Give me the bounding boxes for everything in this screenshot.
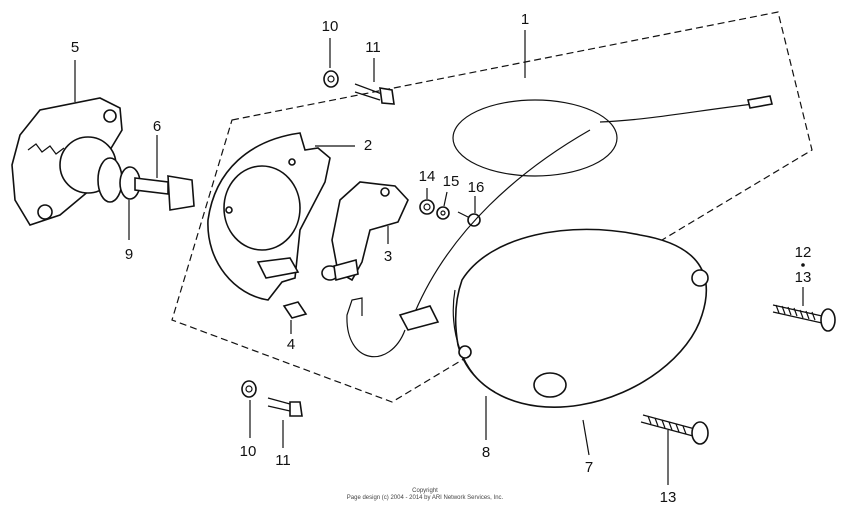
base-plate — [207, 132, 331, 301]
copyright-line-1: Copyright — [412, 488, 438, 494]
callout-2: 2 — [364, 137, 372, 154]
callout-8: 8 — [482, 444, 490, 461]
callout-1: 1 — [521, 11, 529, 28]
callout-10-lower: 10 — [240, 443, 257, 460]
callout-13-right: 13 — [795, 269, 812, 286]
advancer-assembly — [11, 97, 195, 226]
callout-16: 16 — [468, 179, 485, 196]
point-cover — [454, 228, 709, 408]
assembly-boundary — [171, 11, 813, 403]
callout-14: 14 — [419, 168, 436, 185]
screw-right — [772, 304, 836, 332]
screw-lower — [640, 414, 709, 445]
copyright-line-2: Page design (c) 2004 - 2014 by ARI Netwo… — [347, 495, 504, 501]
lead-wire — [346, 95, 773, 358]
contact-breaker — [321, 181, 409, 282]
callout-5: 5 — [71, 39, 79, 56]
leader-lines — [74, 30, 804, 485]
callout-3: 3 — [384, 248, 392, 265]
callout-12: 12 — [795, 244, 812, 261]
callout-13-lower: 13 — [660, 489, 677, 506]
callout-separator-dot — [801, 263, 805, 267]
washer-bolt-lower — [241, 380, 303, 417]
callout-15: 15 — [443, 173, 460, 190]
callout-11-lower: 11 — [275, 452, 291, 469]
callout-7: 7 — [585, 459, 593, 476]
callout-9: 9 — [125, 246, 133, 263]
contact-screw-set — [419, 199, 481, 227]
callout-6: 6 — [153, 118, 161, 135]
callout-11-upper: 11 — [365, 39, 381, 56]
cam-felt — [282, 301, 308, 319]
washer-bolt-upper — [323, 70, 395, 105]
callout-4: 4 — [287, 336, 295, 353]
callout-10-upper: 10 — [322, 18, 339, 35]
